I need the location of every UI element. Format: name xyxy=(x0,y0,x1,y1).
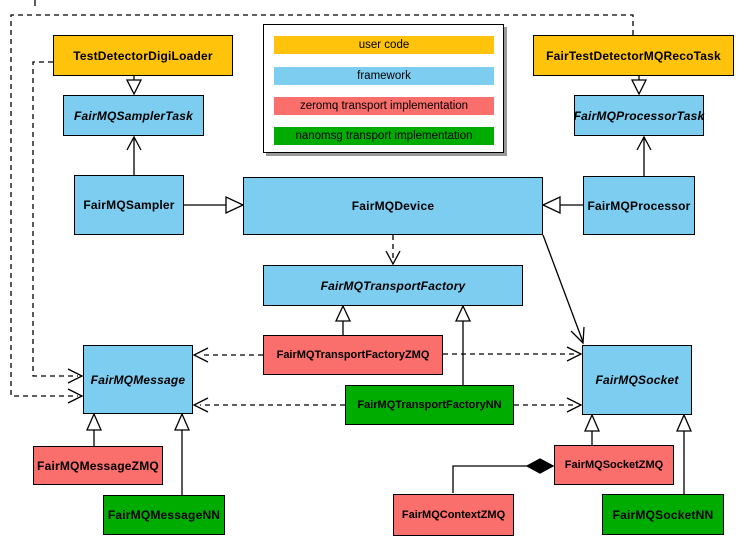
node-fairmqsocketnn: FairMQSocketNN xyxy=(602,494,724,535)
edge-device-socket xyxy=(542,234,584,343)
edge-socketzmq-contextzmq-diamond xyxy=(525,458,555,474)
edge-recotask-message xyxy=(10,14,634,397)
node-fairmqtransportfactorynn: FairMQTransportFactoryNN xyxy=(345,385,514,425)
node-fairmqmessagezmq: FairMQMessageZMQ xyxy=(33,446,163,485)
edge-factorynn-transportfactory-arrowhead xyxy=(454,304,472,322)
node-fairmqprocessortask: FairMQProcessorTask xyxy=(574,95,704,136)
legend-item-framework: framework xyxy=(274,67,494,85)
edge-socketzmq-socket-arrowhead xyxy=(584,413,600,432)
edge-socketnn-socket-arrowhead xyxy=(676,413,692,432)
legend: user code framework zeromq transport imp… xyxy=(263,24,504,153)
edge-socketzmq-contextzmq xyxy=(452,465,527,493)
edge-messagezmq-message-arrowhead xyxy=(86,412,102,431)
node-fairmqsamplertask: FairMQSamplerTask xyxy=(63,95,204,136)
node-fairmqsampler: FairMQSampler xyxy=(74,175,184,235)
edge-processor-device-arrowhead xyxy=(541,195,561,215)
edge-factoryzmq-socket-arrowhead xyxy=(566,346,583,362)
node-fairmqdevice: FairMQDevice xyxy=(243,177,543,235)
edge-digiloader-samplertask-arrowhead xyxy=(125,79,143,96)
node-fairmqsocketzmq: FairMQSocketZMQ xyxy=(554,445,674,485)
node-testdetectordigiloader: TestDetectorDigiLoader xyxy=(53,35,233,76)
edge-recotask-message-arrowhead xyxy=(67,388,84,404)
node-fairmqcontextzmq: FairMQContextZMQ xyxy=(393,494,514,536)
node-fairmqprocessor: FairMQProcessor xyxy=(583,176,695,235)
node-fairmqtransportfactoryzmq: FairMQTransportFactoryZMQ xyxy=(263,335,443,375)
node-fairmqmessage: FairMQMessage xyxy=(83,345,193,414)
edge-factoryzmq-transportfactory-arrowhead xyxy=(334,304,352,322)
legend-item-user-code: user code xyxy=(274,36,494,54)
edge-factorynn-socket-arrowhead xyxy=(566,397,583,413)
edge-device-transportfactory-arrowhead xyxy=(385,250,401,266)
node-fairtestdetectormqrecotask: FairTestDetectorMQRecoTask xyxy=(533,35,734,76)
edge-digiloader-message-arrowhead xyxy=(67,368,84,384)
edge-sampler-samplertask-arrowhead xyxy=(126,135,142,151)
edge-factorynn-message-arrowhead xyxy=(192,397,209,413)
edge-digiloader-message xyxy=(32,61,78,377)
edge-messagenn-message-arrowhead xyxy=(174,412,190,431)
legend-item-zeromq: zeromq transport implementation xyxy=(274,97,494,115)
node-fairmqsocket: FairMQSocket xyxy=(582,345,692,415)
edge-device-socket-arrowhead xyxy=(570,326,585,345)
edge-processor-processortask-arrowhead xyxy=(636,135,652,151)
legend-item-nanomsg: nanomsg transport implementation xyxy=(274,127,494,145)
node-fairmqtransportfactory: FairMQTransportFactory xyxy=(263,265,523,306)
node-fairmqmessagenn: FairMQMessageNN xyxy=(103,495,225,535)
edge-factoryzmq-message-arrowhead xyxy=(192,347,209,363)
edge-sampler-device-arrowhead xyxy=(225,195,245,215)
edge-recotask-processortask-arrowhead xyxy=(630,79,648,96)
